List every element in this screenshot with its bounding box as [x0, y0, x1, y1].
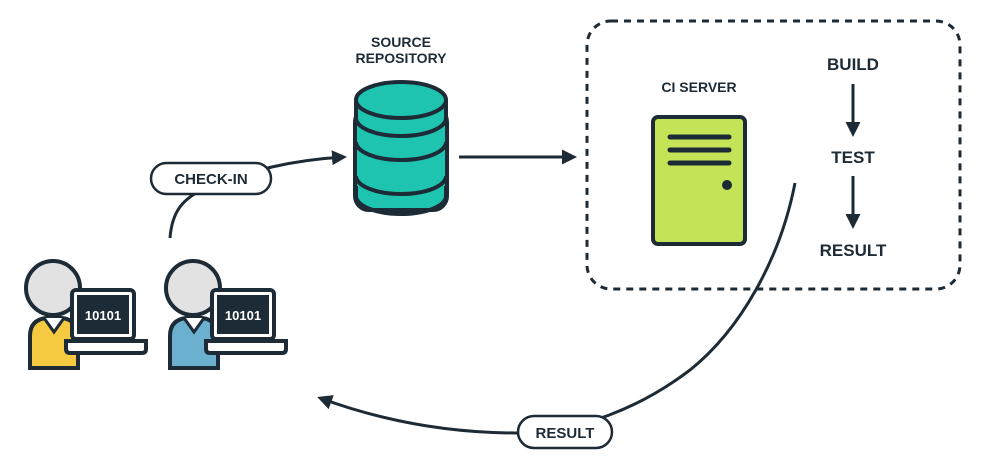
check-in-badge: CHECK-IN [149, 161, 273, 196]
ci-server-label: CI SERVER [661, 79, 736, 95]
result-feedback-label: RESULT [536, 425, 595, 442]
result-badge: RESULT [516, 414, 614, 450]
stage-result-label: RESULT [820, 241, 887, 260]
stage-test-label: TEST [831, 148, 875, 167]
source-repository-label-line2: REPOSITORY [355, 50, 447, 66]
server-icon [651, 115, 747, 246]
source-repository-label-line1: SOURCE [371, 34, 431, 50]
laptop-icon: 10101 [64, 288, 148, 355]
check-in-label: CHECK-IN [174, 171, 247, 188]
ci-pipeline-container [585, 19, 962, 291]
developer-icon [164, 259, 222, 370]
developer-icon [24, 259, 82, 370]
database-icon [353, 80, 449, 216]
laptop-code-text: 10101 [225, 308, 261, 323]
stage-build-label: BUILD [827, 55, 879, 74]
arrow-result-feedback [317, 182, 797, 435]
laptop-code-text: 10101 [85, 308, 121, 323]
laptop-icon: 10101 [204, 288, 288, 355]
